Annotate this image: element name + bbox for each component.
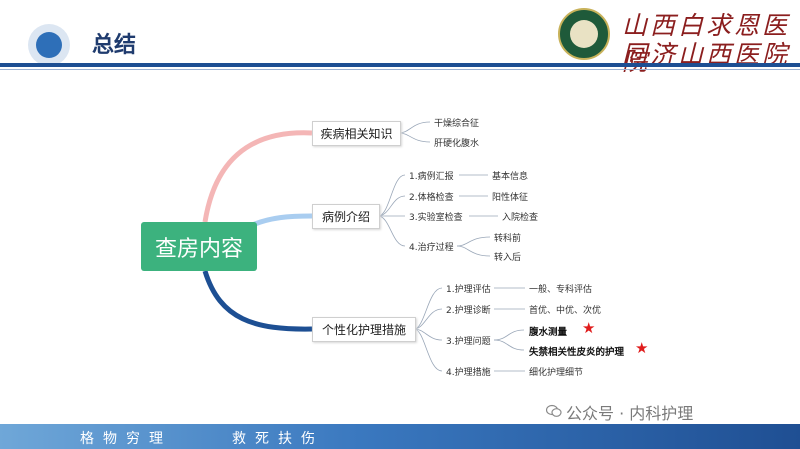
watermark: 公众号 · 内科护理	[566, 404, 694, 423]
care-detail-2: 首优、中优、次优	[529, 306, 602, 316]
case-item-1: 1.病例汇报	[409, 172, 454, 182]
case-item-4: 4.治疗过程	[409, 243, 454, 253]
case-item-3: 3.实验室检查	[409, 213, 463, 223]
branch-connector-3	[202, 270, 313, 332]
emblem-center	[570, 20, 598, 48]
title-bullet-inner	[36, 32, 62, 58]
leaf-sjogren: 干燥综合征	[434, 119, 480, 129]
care-item-3: 3.护理问题	[446, 337, 491, 347]
care-detail-3b: 失禁相关性皮炎的护理	[529, 347, 625, 358]
hospital-emblem-icon	[558, 8, 610, 60]
star-icon: ★	[582, 319, 596, 337]
case-detail-3: 入院检查	[502, 213, 539, 223]
care-item-4: 4.护理措施	[446, 368, 491, 378]
branch-connector-1	[202, 130, 313, 223]
header-rule	[0, 63, 800, 68]
hospital-name-line1: 山西白求恩医院	[622, 11, 791, 76]
branch-disease-knowledge: 疾病相关知识	[312, 121, 401, 146]
motto-left: 格物穷理	[80, 431, 172, 447]
branch-connector-2	[248, 213, 313, 229]
branch-personalized-care: 个性化护理措施	[312, 317, 416, 342]
page-title: 总结	[92, 33, 137, 58]
care-item-1: 1.护理评估	[446, 285, 491, 295]
care-detail-1: 一般、专科评估	[529, 285, 593, 295]
care-detail-3a: 腹水测量	[529, 327, 568, 338]
header	[0, 0, 800, 68]
case-detail-4a: 转科前	[494, 234, 522, 244]
leaf-cirrhosis-ascites: 肝硬化腹水	[434, 139, 480, 149]
mindmap-root: 查房内容	[141, 222, 257, 271]
case-detail-1: 基本信息	[492, 172, 529, 182]
care-item-2: 2.护理诊断	[446, 306, 491, 316]
star-icon: ★	[635, 339, 649, 357]
header-rule-thin	[0, 69, 800, 70]
branch-case-intro: 病例介绍	[312, 204, 380, 229]
case-item-2: 2.体格检查	[409, 193, 454, 203]
case-detail-4b: 转入后	[494, 253, 522, 263]
footer-bar	[0, 424, 800, 449]
motto-right: 救死扶伤	[232, 431, 324, 447]
care-detail-4: 细化护理细节	[529, 368, 584, 378]
case-detail-2: 阳性体征	[492, 193, 529, 203]
wechat-icon	[546, 404, 562, 417]
